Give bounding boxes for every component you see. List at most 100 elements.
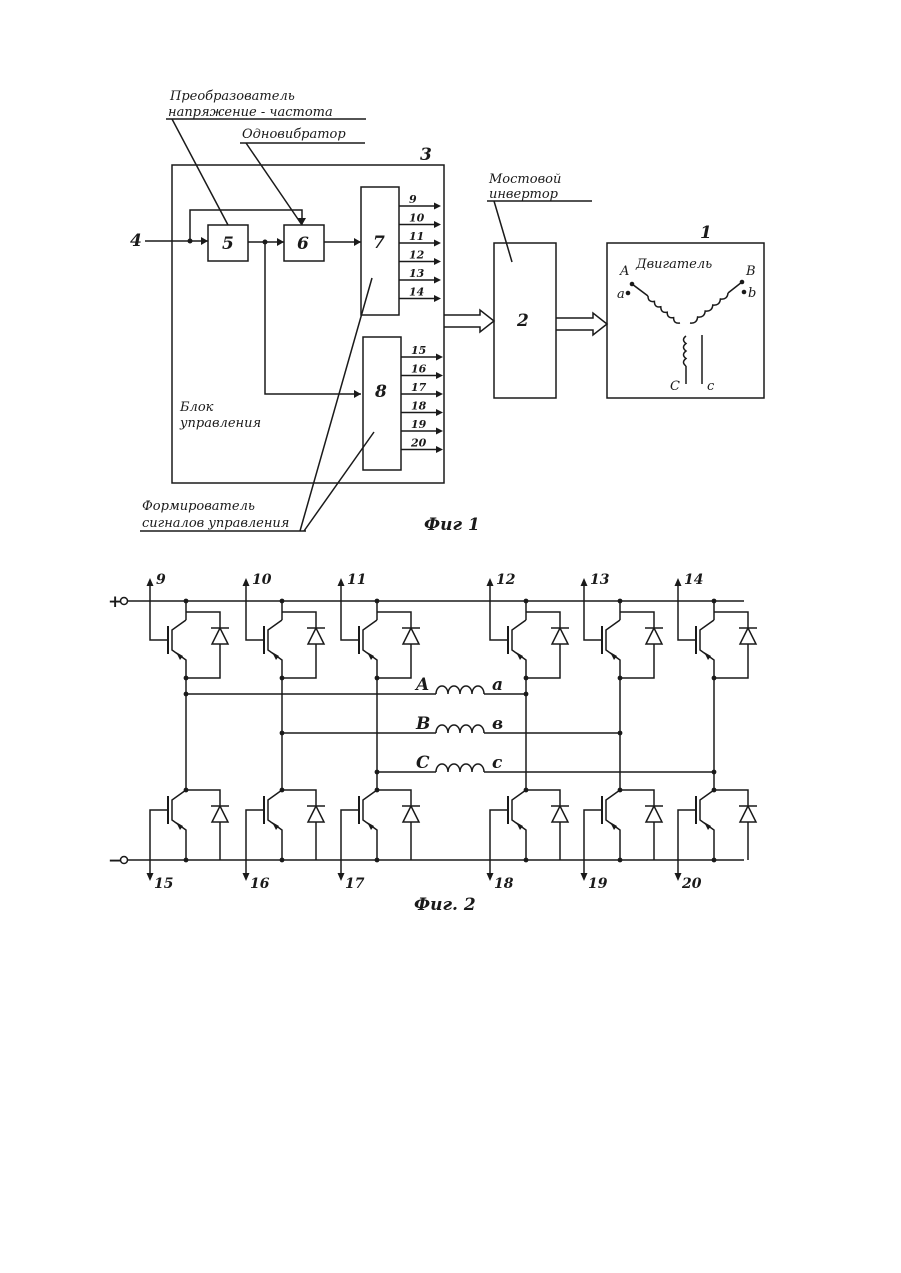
lower-diode-lead <box>714 790 748 806</box>
inverter-leg: 1117 <box>338 572 421 892</box>
lower-signal-label: 19 <box>588 876 608 892</box>
upper-signal-arrow-icon <box>338 578 345 586</box>
upper-diode-lead <box>282 612 316 628</box>
lower-signal-arrow-icon <box>243 873 250 881</box>
block-7-number: 7 <box>373 233 385 253</box>
lower-diode-lead <box>282 790 316 806</box>
upper-diode-icon <box>552 628 568 644</box>
emitter-arrow-icon <box>367 822 374 830</box>
upper-transistor-icon <box>363 620 377 678</box>
lower-diode-icon <box>552 806 568 822</box>
phase-winding: Aa <box>186 675 526 695</box>
emitter-arrow-icon <box>610 652 617 660</box>
winding-start-label: C <box>416 753 430 773</box>
block-8-output-label: 17 <box>411 381 427 394</box>
terminal-a-dot <box>626 291 631 296</box>
output-arrow-icon <box>436 354 443 361</box>
lower-diode-lead <box>186 790 220 806</box>
lower-diode-icon <box>212 806 228 822</box>
negative-rail-junction <box>184 858 189 863</box>
winding-coil <box>684 336 687 366</box>
lower-diode-lead <box>377 790 411 806</box>
lower-gate-lead <box>341 810 359 878</box>
lower-gate-lead <box>246 810 264 878</box>
winding-end-label: a <box>492 675 503 695</box>
lower-gate-lead <box>150 810 168 878</box>
upper-gate-lead <box>490 601 508 640</box>
phase-windings: AaBвCc <box>186 675 714 773</box>
block-7-output-label: 14 <box>409 286 424 299</box>
emitter-arrow-icon <box>516 652 523 660</box>
block-7-output-label: 12 <box>409 249 425 262</box>
terminal-A: A <box>619 264 629 279</box>
midpoint-junction <box>524 676 529 681</box>
emitter-arrow-icon <box>367 652 374 660</box>
lower-gate-lead <box>584 810 602 878</box>
lower-signal-arrow-icon <box>338 873 345 881</box>
terminal-B-dot <box>740 280 745 285</box>
output-arrow-icon <box>434 221 441 228</box>
block-7-output-label: 9 <box>409 193 417 206</box>
emitter-arrow-icon <box>704 652 711 660</box>
rail-junction <box>184 599 189 604</box>
bus-arrow-3-to-2-icon <box>444 310 494 332</box>
terminal-B: B <box>745 264 756 279</box>
converter-label-line2: напряжение - частота <box>168 105 333 120</box>
upper-gate-lead <box>246 601 264 640</box>
block-8-output-label: 15 <box>411 344 426 357</box>
upper-diode-return <box>282 644 316 678</box>
winding-coil <box>690 293 728 323</box>
lower-signal-arrow-icon <box>675 873 682 881</box>
one-shot-leader-line <box>246 143 302 225</box>
lower-signal-label: 16 <box>250 876 270 892</box>
block-7-output-label: 13 <box>409 267 425 280</box>
block-5-number: 5 <box>222 234 234 254</box>
winding-coil-icon <box>436 686 484 694</box>
figure-1: 3 Преобразователь напряжение - частота О… <box>130 89 764 535</box>
emitter-arrow-icon <box>704 822 711 830</box>
figure-2: + − 91510161117121813191420 AaBвCc Фиг. … <box>108 572 757 915</box>
motor-windings-icon <box>626 280 747 384</box>
lower-signal-label: 20 <box>681 876 702 892</box>
negative-rail-junction <box>280 858 285 863</box>
input-4-number: 4 <box>130 231 142 251</box>
link-6-7-arrow-icon <box>354 238 361 246</box>
block-7-output-label: 11 <box>409 230 424 243</box>
upper-diode-lead <box>186 612 220 628</box>
block-6-number: 6 <box>297 234 309 254</box>
upper-gate-lead <box>584 601 602 640</box>
block-8-output-label: 19 <box>411 418 427 431</box>
bus-arrow-2-to-1-icon <box>556 313 607 335</box>
negative-rail-junction <box>712 858 717 863</box>
winding-end-label: в <box>492 714 503 734</box>
output-arrow-icon <box>436 391 443 398</box>
block-8-number: 8 <box>374 382 387 402</box>
terminal-C: C <box>670 379 680 394</box>
plus-sign: + <box>108 592 122 612</box>
terminal-c: c <box>707 379 715 394</box>
upper-diode-lead <box>377 612 411 628</box>
converter-label-line1: Преобразователь <box>169 89 295 104</box>
upper-signal-label: 9 <box>156 572 166 588</box>
lower-signal-arrow-icon <box>581 873 588 881</box>
terminal-A-dot <box>630 282 635 287</box>
block-1-number: 1 <box>700 223 712 243</box>
negative-rail-junction <box>375 858 380 863</box>
negative-rail-junction <box>524 858 529 863</box>
lower-gate-lead <box>678 810 696 878</box>
link-5-8-arrow-icon <box>354 390 361 398</box>
rail-junction <box>375 599 380 604</box>
motor-label: Двигатель <box>635 257 712 272</box>
output-arrow-icon <box>436 446 443 453</box>
lower-diode-icon <box>308 806 324 822</box>
block-8 <box>363 337 401 470</box>
upper-signal-arrow-icon <box>581 578 588 586</box>
emitter-arrow-icon <box>610 822 617 830</box>
output-arrow-icon <box>434 295 441 302</box>
upper-transistor-icon <box>700 620 714 678</box>
terminal-b: b <box>748 286 756 301</box>
figure-2-caption: Фиг. 2 <box>414 895 476 915</box>
figure-1-caption: Фиг 1 <box>424 515 480 535</box>
output-arrow-icon <box>434 277 441 284</box>
